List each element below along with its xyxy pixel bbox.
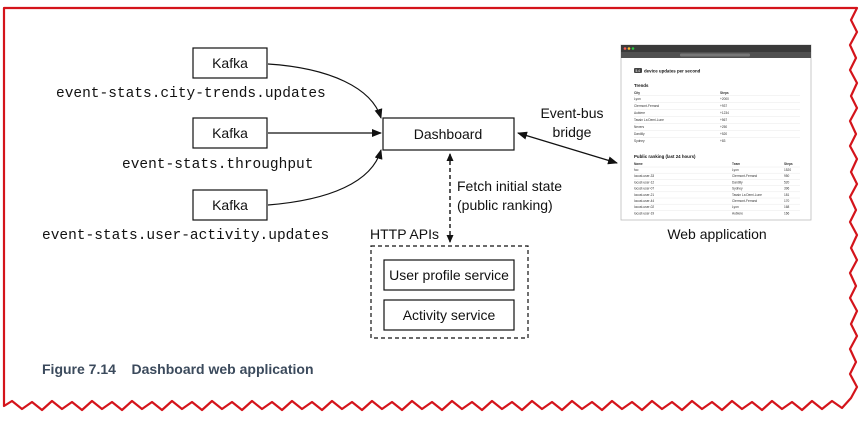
maximize-dot-icon	[631, 47, 635, 50]
edge-kafka3-dashboard	[267, 149, 383, 206]
ss-ranking-steps: 181	[784, 193, 790, 197]
ss-ranking-steps: 1520	[784, 168, 791, 172]
ss-ranking-team: Clermont-Ferrand	[732, 174, 757, 178]
ss-ranking-name: locust-user-21	[634, 193, 654, 197]
ss-headline-badge	[634, 68, 642, 73]
ss-ranking-name: locust-user-12	[634, 180, 654, 184]
ss-trends-city: Lyon	[634, 97, 641, 101]
ss-headline: device updates per second	[644, 69, 701, 74]
ss-headline-badge-text: 5.4	[636, 69, 641, 73]
edge-kafka1-dashboard	[267, 63, 383, 119]
ss-trends-steps: +2000	[720, 97, 729, 101]
browser-titlebar	[621, 45, 811, 52]
fetch-label-line2: (public ranking)	[457, 197, 553, 213]
ss-trends-steps: +937	[720, 104, 727, 108]
event-bus-label-line2: bridge	[553, 124, 592, 140]
ss-ranking-steps: 950	[784, 174, 790, 178]
ss-ranking-steps: 166	[784, 211, 790, 215]
kafka-node-3-label: Kafka	[212, 197, 248, 213]
kafka-node-1-label: Kafka	[212, 55, 248, 71]
fetch-label-line1: Fetch initial state	[457, 178, 562, 194]
topic-city-trends: event-stats.city-trends.updates	[56, 86, 326, 102]
activity-service-label: Activity service	[403, 307, 496, 323]
ss-ranking-team: Lyon	[732, 168, 739, 172]
dashboard-node: Dashboard	[382, 117, 515, 151]
activity-service-node: Activity service	[383, 299, 515, 331]
web-app-screenshot: 5.4 device updates per second Trends Cit…	[620, 44, 812, 221]
ss-trends-city: Nevers	[634, 125, 645, 129]
ss-ranking-team: Aubiere	[732, 211, 743, 215]
ss-trends-steps: +1234	[720, 111, 729, 115]
ss-trends-header-steps: Steps	[720, 91, 729, 95]
ss-ranking-team: Dardilly	[732, 180, 743, 184]
ss-trends-steps: +520	[720, 132, 727, 136]
user-profile-service-node: User profile service	[383, 259, 515, 291]
ss-ranking-header-name: Name	[634, 162, 643, 166]
ss-trends-steps: +83	[720, 139, 726, 143]
edge-event-bus-bridge	[517, 131, 618, 165]
close-dot-icon	[623, 47, 627, 50]
ss-trends-city: Sydney	[634, 139, 645, 143]
kafka-node-2-label: Kafka	[212, 125, 248, 141]
ss-ranking-steps: 170	[784, 199, 790, 203]
figure-caption: Figure 7.14 Dashboard web application	[42, 361, 314, 377]
http-apis-label: HTTP APIs	[370, 226, 439, 242]
ss-trends-steps: +250	[720, 125, 727, 129]
ss-ranking-name: locust-user-33	[634, 174, 654, 178]
ss-ranking-steps: 520	[784, 180, 790, 184]
kafka-node-2: Kafka	[192, 117, 268, 149]
event-bus-label-line1: Event-bus	[540, 105, 603, 121]
ss-ranking-team: Sydney	[732, 187, 743, 191]
ss-ranking-name: locust-user-02	[634, 205, 654, 209]
ss-ranking-header-team: Team	[732, 162, 740, 166]
ss-ranking-name: locust-user-07	[634, 187, 654, 191]
user-profile-service-label: User profile service	[389, 267, 509, 283]
http-services-group	[370, 245, 529, 339]
ss-trends-city: Dardilly	[634, 132, 645, 136]
ss-trends-steps: +567	[720, 118, 727, 122]
ss-ranking-header-steps: Steps	[784, 162, 793, 166]
ss-ranking-name: foo	[634, 168, 639, 172]
ss-ranking-steps: 168	[784, 205, 790, 209]
ss-ranking-name: locust-user-19	[634, 211, 654, 215]
browser-address-bar	[680, 53, 750, 57]
ss-trends-city: Clermont-Ferrand	[634, 104, 659, 108]
ss-trends-title: Trends	[634, 83, 649, 88]
topic-throughput: event-stats.throughput	[122, 157, 313, 173]
ss-ranking-steps: 396	[784, 187, 790, 191]
topic-user-activity: event-stats.user-activity.updates	[42, 228, 329, 244]
kafka-node-1: Kafka	[192, 47, 268, 79]
ss-trends-header-city: City	[634, 91, 640, 95]
minimize-dot-icon	[627, 47, 631, 50]
ss-ranking-title: Public ranking (last 24 hours)	[634, 154, 696, 159]
kafka-node-3: Kafka	[192, 189, 268, 221]
ss-ranking-name: locust-user-44	[634, 199, 654, 203]
ss-trends-city: Tassin La Demi-Lune	[634, 118, 664, 122]
ss-ranking-team: Lyon	[732, 205, 739, 209]
ss-ranking-team: Tassin La Demi-Lune	[732, 193, 762, 197]
ss-trends-city: Aubiere	[634, 111, 645, 115]
dashboard-label: Dashboard	[414, 126, 483, 142]
ss-ranking-team: Clermont-Ferrand	[732, 199, 757, 203]
web-app-label: Web application	[667, 226, 766, 242]
